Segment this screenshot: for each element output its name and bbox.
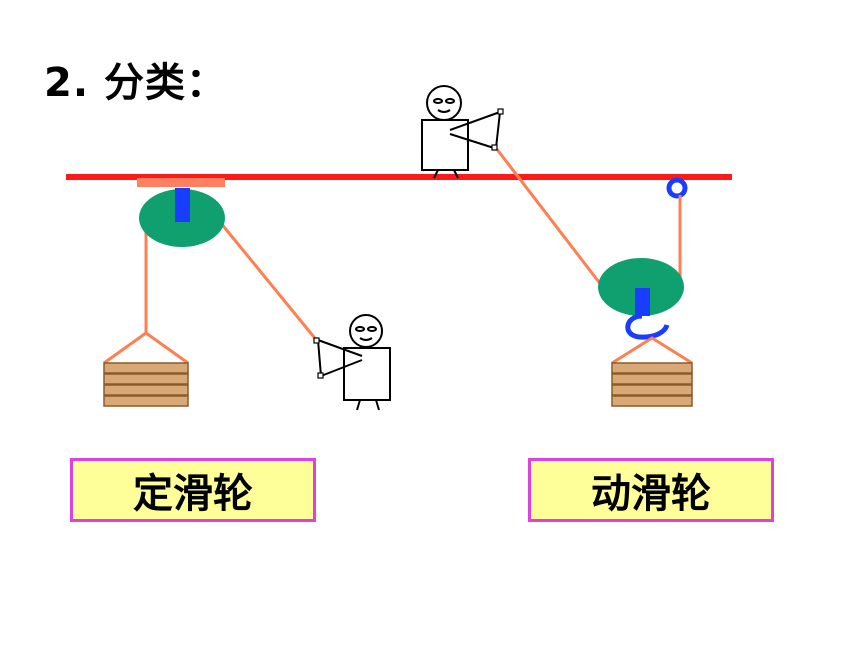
movable-pulley-hook [625,313,670,340]
movable-rope-left [494,147,607,291]
person-lower-figure [317,314,391,411]
movable-pulley-label: 动滑轮 [528,458,774,522]
movable-pulley-wheel [598,258,684,316]
fixed-load-crate [103,362,189,407]
movable-pulley-axle [635,288,650,316]
movable-load-sling [611,336,693,365]
heading: 2. 分类： [44,60,227,106]
fixed-load-sling [103,331,189,365]
person-upper-figure [421,85,501,179]
fixed-pulley-mount [137,178,225,187]
ceiling-hook-ring [666,177,688,199]
fixed-pulley-label: 定滑轮 [70,458,316,522]
fixed-rope-right [218,221,320,343]
fixed-pulley-axle [175,188,190,222]
movable-load-crate [611,362,693,407]
